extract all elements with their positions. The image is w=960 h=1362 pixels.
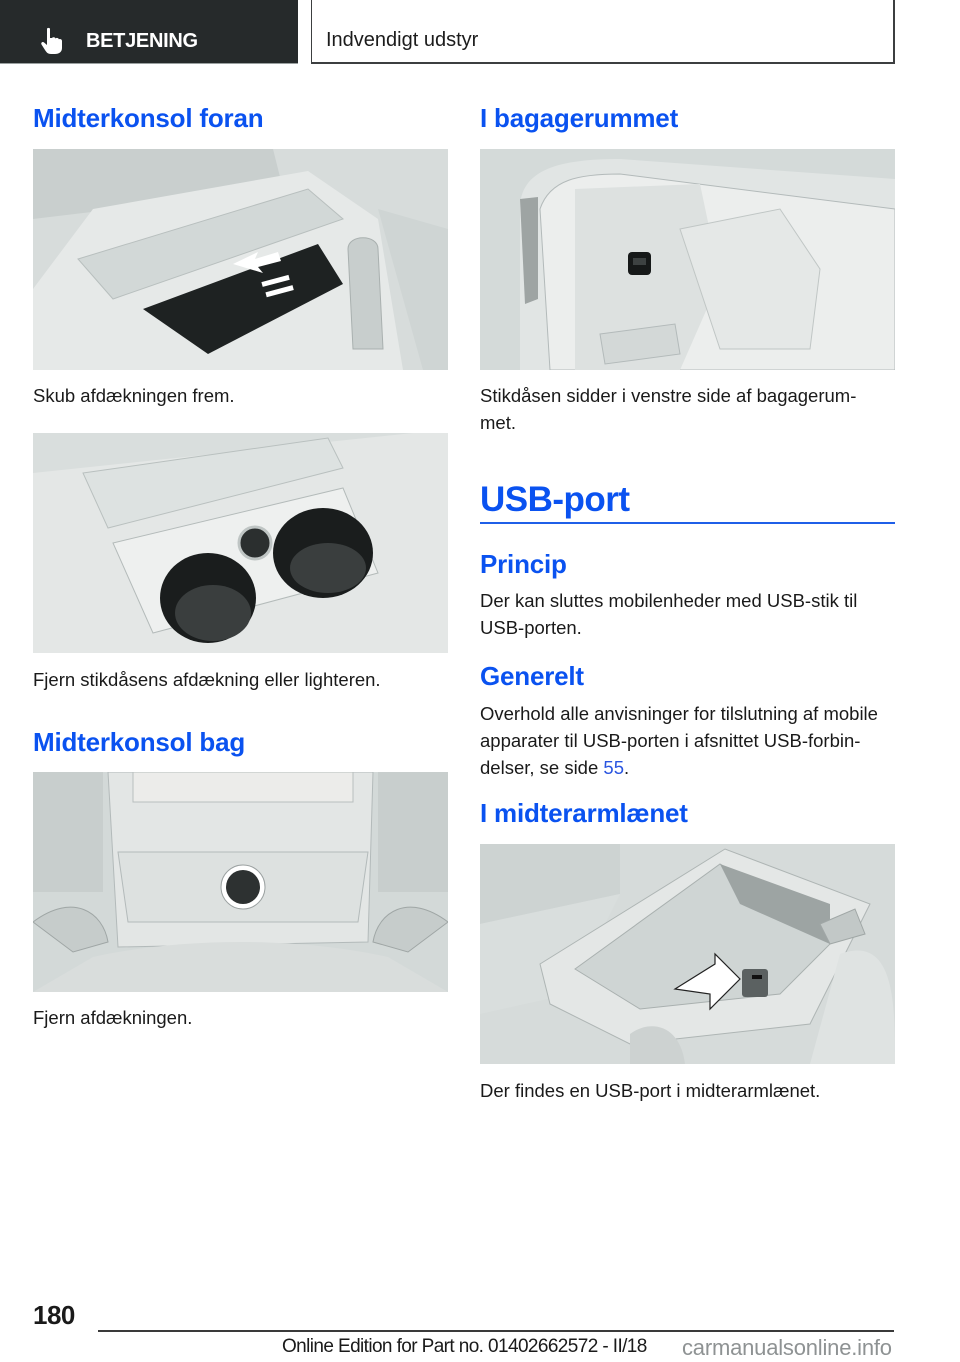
caption-armrest-usb: Der findes en USB-port i midterarmlænet. bbox=[480, 1080, 821, 1101]
chapter-tab: BETJENING bbox=[0, 0, 298, 64]
page-number: 180 bbox=[33, 1300, 75, 1330]
trunk-illustration bbox=[480, 149, 895, 370]
figure-console-front-cover bbox=[33, 149, 448, 370]
caption-trunk-line1: Stikdåsen sidder i venstre side af bagag… bbox=[480, 385, 857, 406]
page-reference-link[interactable]: 55 bbox=[603, 757, 624, 778]
principle-line1: Der kan sluttes mobilenheder med USB-sti… bbox=[480, 590, 858, 611]
principle-text: Der kan sluttes mobilenheder med USB-sti… bbox=[480, 587, 895, 641]
heading-luggage-compartment: I bagagerummet bbox=[480, 103, 679, 133]
general-line3-end: . bbox=[623, 757, 630, 778]
watermark: carmanualsonline.info bbox=[682, 1335, 892, 1360]
chapter-label: BETJENING bbox=[86, 30, 198, 52]
general-line2: apparater til USB-porten i afsnittet USB… bbox=[480, 730, 861, 751]
caption-remove-cover: Fjern afdækningen. bbox=[33, 1007, 193, 1028]
principle-line2: USB-porten. bbox=[480, 617, 582, 638]
figure-console-cupholders bbox=[33, 433, 448, 653]
heading-center-console-front: Midterkonsol foran bbox=[33, 103, 264, 133]
rear-console-illustration bbox=[33, 772, 448, 992]
heading-general: Generelt bbox=[480, 661, 584, 691]
pointing-hand-icon bbox=[41, 27, 62, 54]
armrest-usb-illustration bbox=[480, 844, 895, 1064]
figure-center-armrest bbox=[480, 844, 895, 1064]
general-line3: delser, se side bbox=[480, 757, 604, 778]
figure-console-rear bbox=[33, 772, 448, 992]
figure-luggage-compartment bbox=[480, 149, 895, 370]
caption-trunk-line2: met. bbox=[480, 412, 516, 433]
caption-trunk-socket: Stikdåsen sidder i venstre side af bagag… bbox=[480, 382, 895, 436]
cupholder-illustration bbox=[33, 433, 448, 653]
section-title-underline bbox=[480, 522, 895, 524]
edition-info: Online Edition for Part no. 01402662572 … bbox=[282, 1336, 647, 1357]
general-text: Overhold alle anvisninger for tilslutnin… bbox=[480, 700, 895, 781]
heading-center-armrest: I midterarmlænet bbox=[480, 798, 688, 828]
section-tab: Indvendigt udstyr bbox=[311, 0, 895, 64]
general-line1: Overhold alle anvisninger for tilslutnin… bbox=[480, 703, 878, 724]
caption-push-cover: Skub afdækningen frem. bbox=[33, 385, 235, 406]
heading-principle: Princip bbox=[480, 549, 567, 579]
caption-remove-socket-cover: Fjern stikdåsens afdækning eller lighter… bbox=[33, 669, 381, 690]
section-label: Indvendigt udstyr bbox=[326, 29, 479, 51]
section-title-usb-port: USB-port bbox=[480, 480, 630, 519]
heading-center-console-rear: Midterkonsol bag bbox=[33, 727, 246, 757]
footer-rule bbox=[98, 1330, 894, 1332]
console-cover-illustration bbox=[33, 149, 448, 370]
